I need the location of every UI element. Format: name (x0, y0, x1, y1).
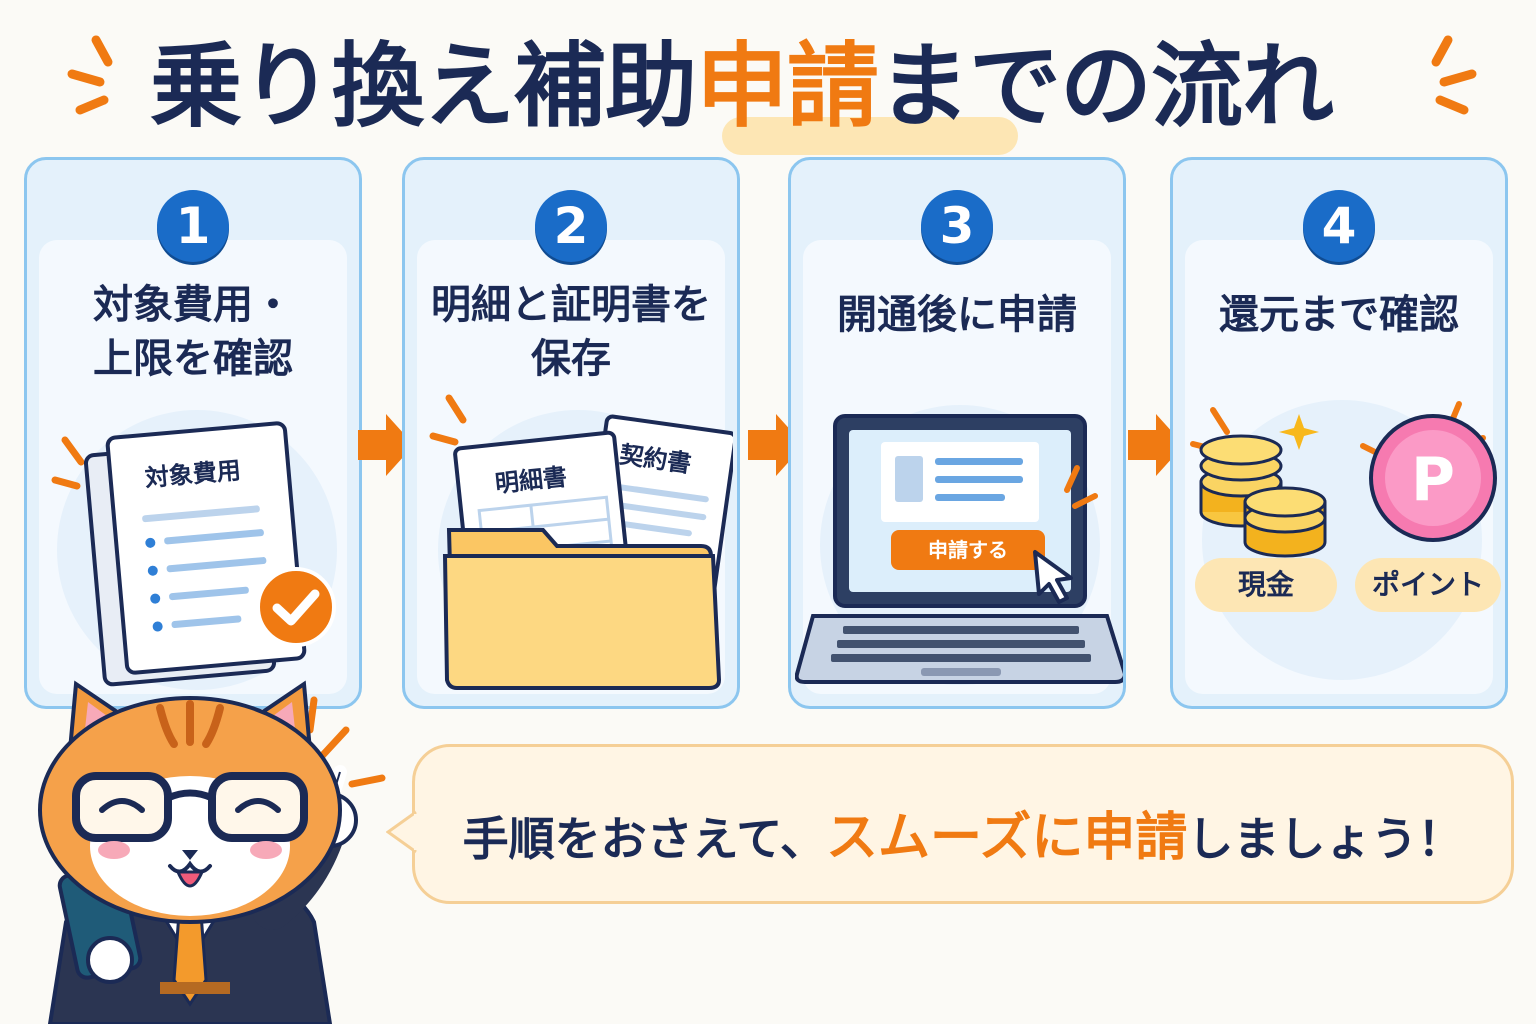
title-part2: までの流れ (878, 33, 1334, 140)
cash-label: 現金 (1237, 568, 1294, 601)
arrow-right-icon (358, 414, 414, 476)
step-card-3: 3 開通後に申請 申請する (788, 157, 1126, 709)
speech-bubble: 手順をおさえて、スムーズに申請しましょう！ (412, 744, 1514, 904)
title-highlight-bar (722, 117, 1018, 155)
title-highlight: 申請 (696, 33, 879, 140)
message-text: 手順をおさえて、スムーズに申請しましょう！ (415, 795, 1511, 870)
page-title: 乗り換え補助申請までの流れ (0, 22, 1536, 155)
step-card-2: 2 明細と証明書を 保存 契約書 明細書 (402, 157, 740, 709)
step-label: 還元まで確認 (1219, 292, 1459, 338)
message-highlight: スムーズに申請 (826, 808, 1188, 868)
title-text: 乗り換え補助申請までの流れ (150, 32, 1334, 142)
check-icon (256, 567, 336, 647)
point-label: ポイント (1371, 568, 1484, 601)
message-part2: しましょう！ (1187, 812, 1464, 866)
step-number-badge: 1 (157, 190, 229, 262)
message-part1: 手順をおさえて、 (462, 812, 826, 866)
point-coin-letter: P (1411, 445, 1455, 515)
title-part1: 乗り換え補助 (150, 33, 697, 140)
step-number-badge: 2 (535, 190, 607, 262)
step-label: 開通後に申請 (837, 292, 1077, 338)
folder-documents-illustration: 契約書 明細書 (429, 394, 733, 690)
step-number-badge: 4 (1303, 190, 1375, 262)
document-check-illustration: 対象費用 (51, 410, 337, 690)
bubble-tail (386, 810, 418, 854)
step-number-badge: 3 (921, 190, 993, 262)
step-label: 明細と証明書を 保存 (431, 282, 711, 382)
laptop-illustration (795, 405, 1123, 685)
apply-button[interactable]: 申請する (928, 538, 1008, 562)
right-burst-icon (1431, 35, 1477, 115)
rewards-illustration: P (1190, 400, 1501, 680)
step-label: 対象費用・ 上限を確認 (93, 282, 293, 382)
step-card-1: 1 対象費用・ 上限を確認 対象費用 (24, 157, 362, 709)
left-burst-icon (67, 35, 113, 115)
step-card-4: 4 還元まで確認 P 現金 ポイント (1170, 157, 1508, 709)
cat-mascot-illustration (38, 680, 386, 1024)
